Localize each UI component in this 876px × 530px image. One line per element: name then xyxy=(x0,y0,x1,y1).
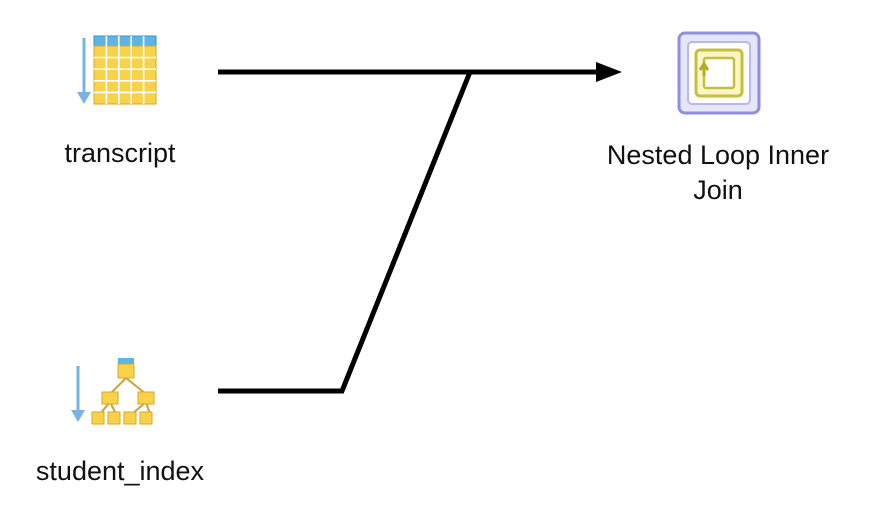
table-scan-icon[interactable] xyxy=(70,30,162,110)
index-scan-icon[interactable] xyxy=(70,354,162,430)
nested-loop-join-label-line1: Nested Loop Inner xyxy=(606,140,830,170)
edge-student-index-to-join xyxy=(218,71,473,394)
nested-loop-icon[interactable] xyxy=(676,30,762,116)
nested-loop-join-label: Nested Loop Inner Join xyxy=(568,138,868,208)
transcript-label: transcript xyxy=(64,138,176,168)
student-index-label: student_index xyxy=(35,456,205,486)
edge-arrowhead xyxy=(596,62,622,82)
nested-loop-join-label-line2: Join xyxy=(693,175,743,205)
